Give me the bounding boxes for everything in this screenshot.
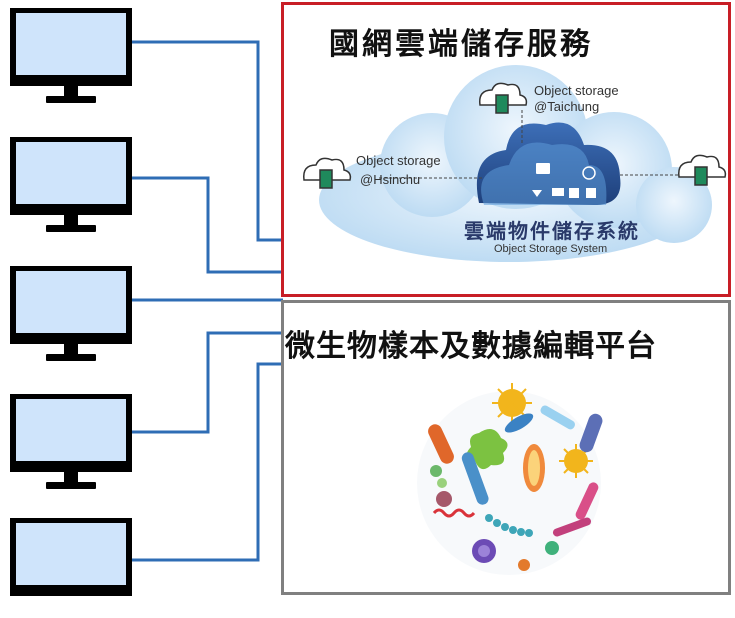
connector-line-4 <box>132 331 283 434</box>
computer-monitor-3 <box>10 266 132 366</box>
monitor-base <box>46 96 96 103</box>
cloud-storage-illustration <box>303 65 727 262</box>
storage-system-name-cn: 雲端物件儲存系統 <box>464 219 640 243</box>
microbes-cluster-icon <box>417 383 603 575</box>
cloud-storage-panel: 國網雲端儲存服務 <box>281 2 731 297</box>
connector-line-5 <box>132 362 283 562</box>
monitor-base <box>46 354 96 361</box>
connector-line-2 <box>132 176 283 274</box>
monitor-screen <box>10 394 132 472</box>
microbe-platform-panel: 微生物樣本及數據編輯平台 <box>281 300 731 595</box>
cloud-server-icon-hsinchu <box>303 157 352 189</box>
node-taichung-label: Object storage <box>534 83 619 98</box>
cloud-server-icon-taichung <box>479 82 528 114</box>
monitor-stand <box>64 86 78 96</box>
monitor-screen <box>10 8 132 86</box>
monitor-base <box>46 225 96 232</box>
monitor-stand <box>64 472 78 482</box>
monitor-screen <box>10 518 132 596</box>
monitor-stand <box>64 215 78 225</box>
monitor-base <box>46 482 96 489</box>
connector-line-1 <box>132 40 283 242</box>
microbe-panel-title: 微生物樣本及數據編輯平台 <box>285 329 657 364</box>
monitor-screen <box>10 137 132 215</box>
central-cloud-icon <box>476 122 621 205</box>
node-hsinchu-label: Object storage <box>356 153 441 168</box>
computer-monitor-1 <box>10 8 132 108</box>
node-taichung-location: @Taichung <box>534 99 600 114</box>
connector-lines <box>132 40 283 562</box>
computer-monitor-2 <box>10 137 132 237</box>
computer-monitor-5 <box>10 518 132 618</box>
computer-monitor-4 <box>10 394 132 494</box>
node-hsinchu-location: @Hsinchu <box>360 172 421 187</box>
cloud-server-icon-right <box>678 154 727 186</box>
monitor-stand <box>64 344 78 354</box>
microbes-illustration <box>417 383 603 575</box>
monitor-screen <box>10 266 132 344</box>
storage-system-name-en: Object Storage System <box>494 243 608 255</box>
cloud-panel-title: 國網雲端儲存服務 <box>329 27 593 62</box>
